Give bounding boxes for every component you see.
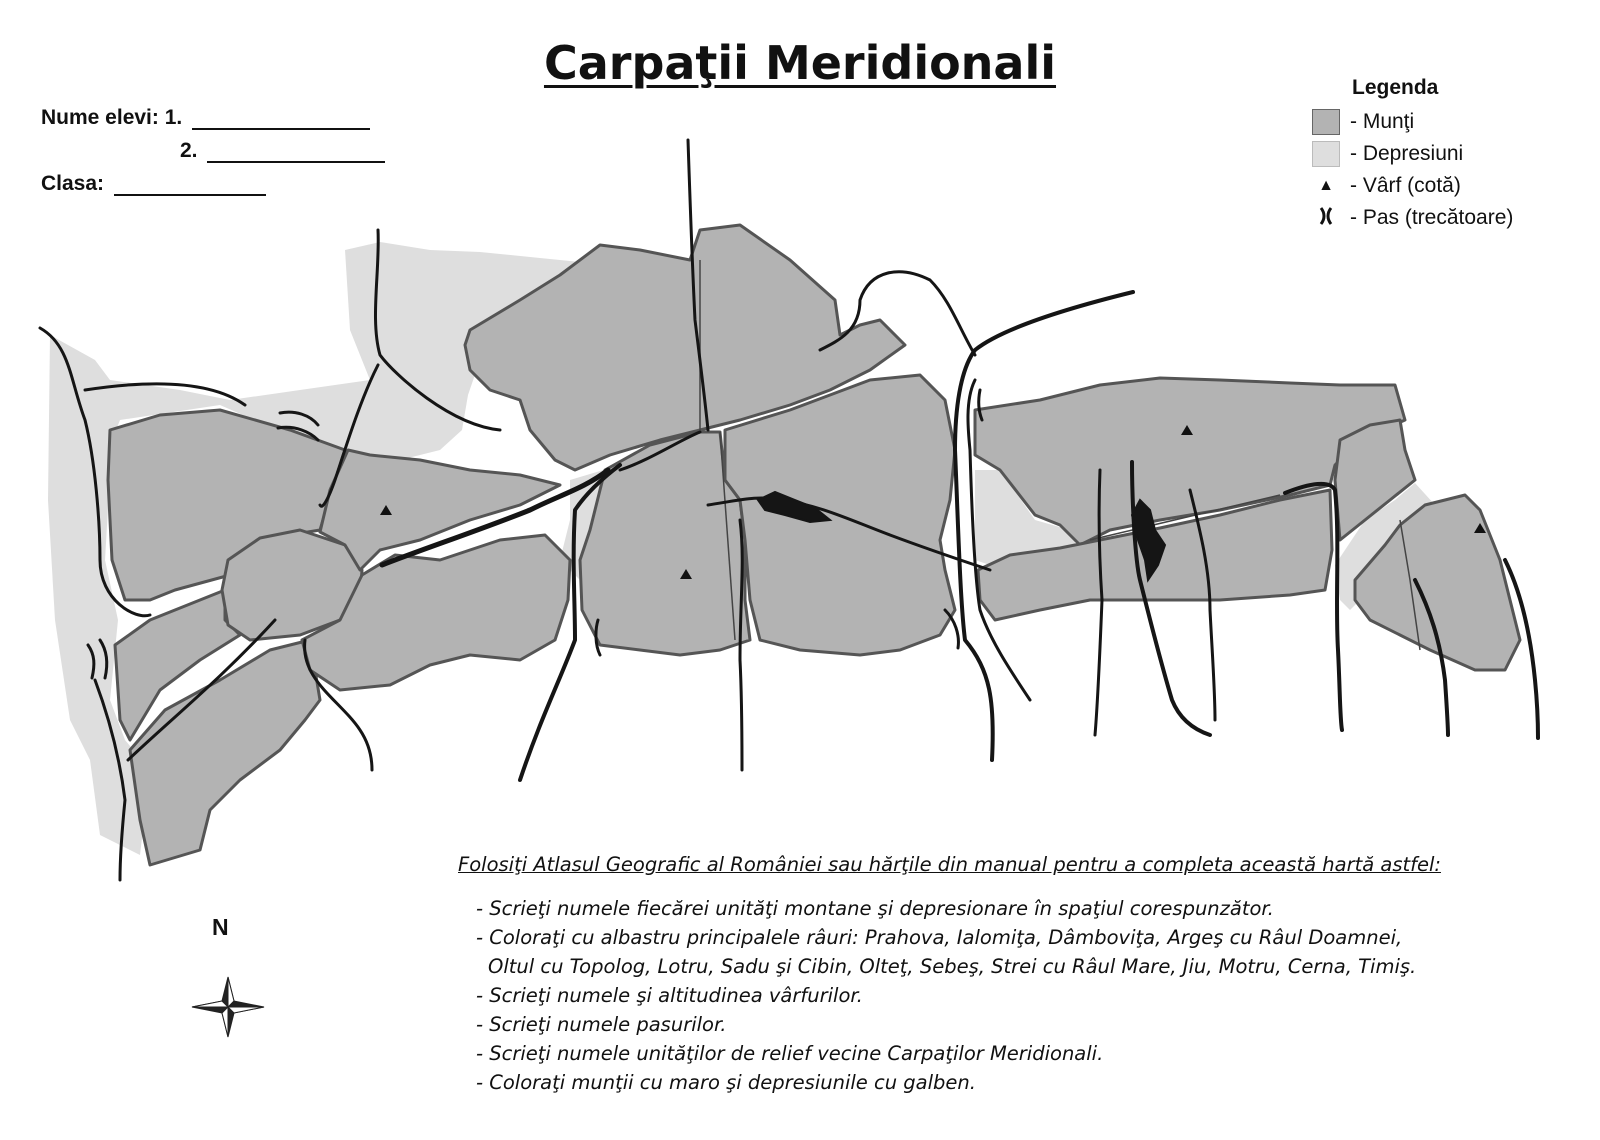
legend-label-peak: - Vârf (cotă): [1350, 174, 1461, 197]
depression-west-corridor: [48, 242, 580, 855]
instructions-heading: Folosiţi Atlasul Geografic al României s…: [458, 853, 1441, 876]
river-west-outer: [38, 326, 152, 618]
legend: Legenda - Munţi - Depresiuni ▲ - Vârf (c…: [1312, 76, 1513, 234]
instruction-item: - Scrieţi numele şi altitudinea vârfuril…: [476, 984, 863, 1007]
mountain-unit-far-east: [1353, 493, 1522, 672]
peak-triangle-east: [1181, 425, 1193, 435]
compass-rose-icon: [191, 976, 265, 1038]
mountain-unit-southwest: [128, 638, 322, 867]
legend-label-mountains: - Munţi: [1350, 110, 1415, 133]
river-olt-gorge: [518, 463, 622, 782]
page-title: Carpaţii Meridionali: [543, 36, 1057, 90]
peak-triangle-west: [380, 505, 392, 515]
pass-northwest-2: [276, 425, 320, 442]
pass-northwest: [278, 410, 320, 427]
pass-west-2: [98, 638, 109, 680]
river-southwest-branch: [126, 618, 277, 762]
names-label: Nume elevi:: [41, 106, 159, 129]
peaks-layer: [380, 425, 1486, 579]
lakes-layer: [756, 490, 1167, 583]
passes-layer: [86, 388, 984, 680]
river-far-east-2: [1503, 558, 1540, 740]
second-name-blank[interactable]: [207, 143, 386, 163]
legend-label-depressions: - Depresiuni: [1350, 142, 1464, 165]
lake-east: [1130, 498, 1167, 583]
class-label: Clasa:: [41, 172, 105, 195]
mountain-unit-north-large: [463, 223, 907, 472]
pass-west: [86, 643, 96, 680]
river-north-curve: [818, 270, 977, 357]
pass-marks-icon: [1312, 205, 1340, 232]
depression-swatch-icon: [1312, 141, 1340, 167]
legend-title: Legenda: [1352, 76, 1439, 99]
legend-item-depressions: - Depresiuni: [1312, 138, 1513, 170]
mountains-layer: [106, 223, 1522, 867]
second-number: 2.: [180, 139, 198, 162]
depression-east-gap: [975, 470, 1078, 565]
first-name-blank[interactable]: [192, 110, 371, 130]
mountain-swatch-icon: [1312, 109, 1340, 135]
instruction-item: - Scrieţi numele unităţilor de relief ve…: [476, 1042, 1104, 1065]
river-center-south: [738, 518, 744, 772]
compass-north-label: N: [212, 914, 229, 940]
mountain-unit-center-west: [578, 430, 752, 657]
legend-item-mountains: - Munţi: [1312, 106, 1513, 138]
peak-triangle-icon: ▲: [1318, 177, 1334, 194]
peak-triangle-far-east: [1474, 523, 1486, 533]
pass-center-right: [943, 608, 960, 650]
instructions-block: Folosiţi Atlasul Geografic al României s…: [458, 853, 1460, 1097]
river-east-hook: [1283, 481, 1344, 732]
legend-label-pass: - Pas (trecătoare): [1350, 206, 1514, 229]
river-olt-main: [379, 467, 611, 568]
instruction-item: - Scrieţi numele pasurilor.: [476, 1013, 727, 1036]
river-south-bend: [303, 638, 374, 772]
class-blank[interactable]: [113, 176, 266, 196]
river-north-west-tributary: [373, 228, 502, 432]
legend-item-peak: ▲ - Vârf (cotă): [1312, 170, 1513, 202]
mountain-unit-upper-middle: [318, 448, 562, 572]
instruction-item: - Scrieţi numele fiecărei unităţi montan…: [476, 897, 1274, 920]
pass-east: [977, 388, 984, 422]
mountain-unit-southeast: [1333, 418, 1417, 542]
pass-center-left: [594, 618, 602, 657]
mountain-unit-east-upper: [973, 376, 1407, 547]
river-center-east: [706, 496, 992, 572]
river-north-center: [686, 138, 710, 432]
river-center-west: [618, 430, 702, 472]
class-row: Clasa:: [41, 172, 266, 196]
river-northwest-arc: [83, 382, 247, 407]
river-jiu-west: [953, 290, 1135, 762]
river-north-descend: [318, 363, 380, 508]
legend-item-pass: - Pas (trecătoare): [1312, 202, 1513, 234]
instruction-item: - Coloraţi munţii cu maro şi depresiunil…: [476, 1071, 976, 1094]
student-names-row-2: 2.: [180, 139, 386, 163]
river-southwest-trunk: [93, 678, 127, 882]
river-far-east-1: [1413, 578, 1450, 737]
river-east-right: [1188, 488, 1217, 722]
first-number: 1.: [164, 106, 183, 129]
mountain-unit-west-lower-left: [113, 588, 242, 742]
instruction-item: Oltul cu Topolog, Lotru, Sadu şi Cibin, …: [488, 955, 1417, 978]
student-names-row-1: Nume elevi: 1.: [41, 106, 371, 130]
river-east-descend: [1093, 468, 1104, 737]
internal-boundaries: [699, 260, 1421, 651]
peak-triangle-center: [680, 569, 692, 579]
instruction-item: - Coloraţi cu albastru principalele râur…: [476, 926, 1403, 949]
lake-central: [756, 490, 833, 524]
river-jiu-east: [966, 378, 1032, 702]
